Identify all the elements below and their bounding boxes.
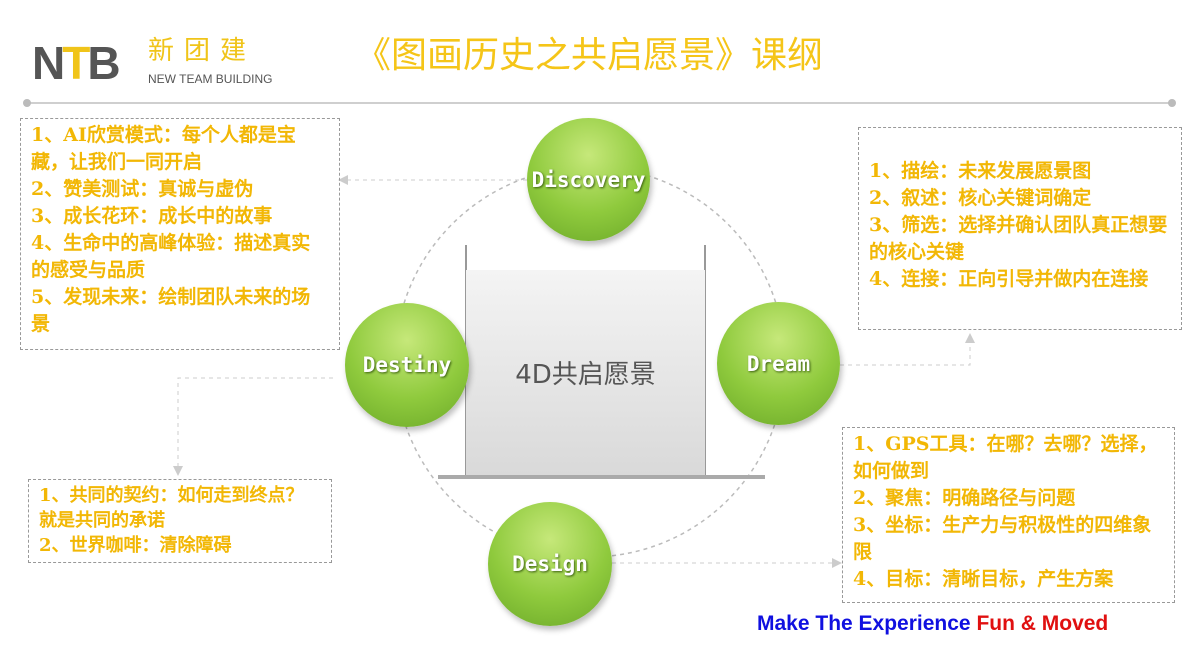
- destiny-circle: Destiny: [345, 303, 469, 427]
- list-item: 4、连接：正向引导并做内在连接: [869, 268, 1149, 290]
- list-item: 4、目标：清晰目标，产生方案: [853, 568, 1114, 590]
- discovery-box: 1、AI欣赏模式：每个人都是宝藏，让我们一同开启 2、赞美测试：真诚与虚伪 3、…: [20, 118, 340, 350]
- list-item: 1、AI欣赏模式：每个人都是宝藏，让我们一同开启: [31, 124, 296, 173]
- design-circle: Design: [488, 502, 612, 626]
- slogan: Make The Experience Fun & Moved: [757, 612, 1108, 636]
- slogan-part2: Fun & Moved: [976, 612, 1109, 635]
- arrow-dream: [840, 340, 971, 366]
- list-item: 4、生命中的高峰体验：描述真实的感受与品质: [31, 232, 311, 281]
- arrowhead: [173, 466, 183, 476]
- list-item: 1、GPS工具：在哪？去哪？选择，如何做到: [853, 433, 1158, 482]
- page-title: 《图画历史之共启愿景》课纲: [355, 35, 824, 76]
- list-item: 3、筛选：选择并确认团队真正想要的核心关键: [869, 214, 1168, 263]
- list-item: 5、发现未来：绘制团队未来的场景: [31, 286, 311, 335]
- discovery-circle: Discovery: [527, 118, 650, 241]
- list-item: 1、共同的契约：如何走到终点？就是共同的承诺: [39, 485, 304, 531]
- ntb-logo: NTB 新团建 NEW TEAM BUILDING: [32, 36, 282, 92]
- list-item: 2、赞美测试：真诚与虚伪: [31, 178, 254, 200]
- list-item: 2、聚焦：明确路径与问题: [853, 487, 1076, 509]
- divider: [26, 102, 1174, 104]
- arrowhead: [832, 558, 842, 568]
- logo-en: NEW TEAM BUILDING: [148, 72, 273, 86]
- destiny-box: 1、共同的契约：如何走到终点？就是共同的承诺 2、世界咖啡：清除障碍: [28, 479, 332, 563]
- logo-mark: NTB: [32, 37, 121, 89]
- list-item: 2、世界咖啡：清除障碍: [39, 535, 232, 556]
- dream-circle: Dream: [717, 302, 840, 425]
- list-item: 3、成长花环：成长中的故事: [31, 205, 273, 227]
- list-item: 3、坐标：生产力与积极性的四维象限: [853, 514, 1152, 563]
- arrowhead: [965, 333, 975, 343]
- slogan-part1: Make The Experience: [757, 612, 977, 635]
- design-box: 1、GPS工具：在哪？去哪？选择，如何做到 2、聚焦：明确路径与问题 3、坐标：…: [842, 427, 1175, 603]
- center-panel: 4D共启愿景: [466, 270, 705, 475]
- arrow-destiny: [177, 377, 333, 468]
- divider-dot: [23, 99, 31, 107]
- dream-box: 1、描绘：未来发展愿景图 2、叙述：核心关键词确定 3、筛选：选择并确认团队真正…: [858, 127, 1182, 330]
- divider-dot: [1168, 99, 1176, 107]
- logo-cn: 新团建: [148, 36, 257, 66]
- list-item: 2、叙述：核心关键词确定: [869, 187, 1092, 209]
- arrowhead: [338, 175, 348, 185]
- list-item: 1、描绘：未来发展愿景图: [869, 160, 1092, 182]
